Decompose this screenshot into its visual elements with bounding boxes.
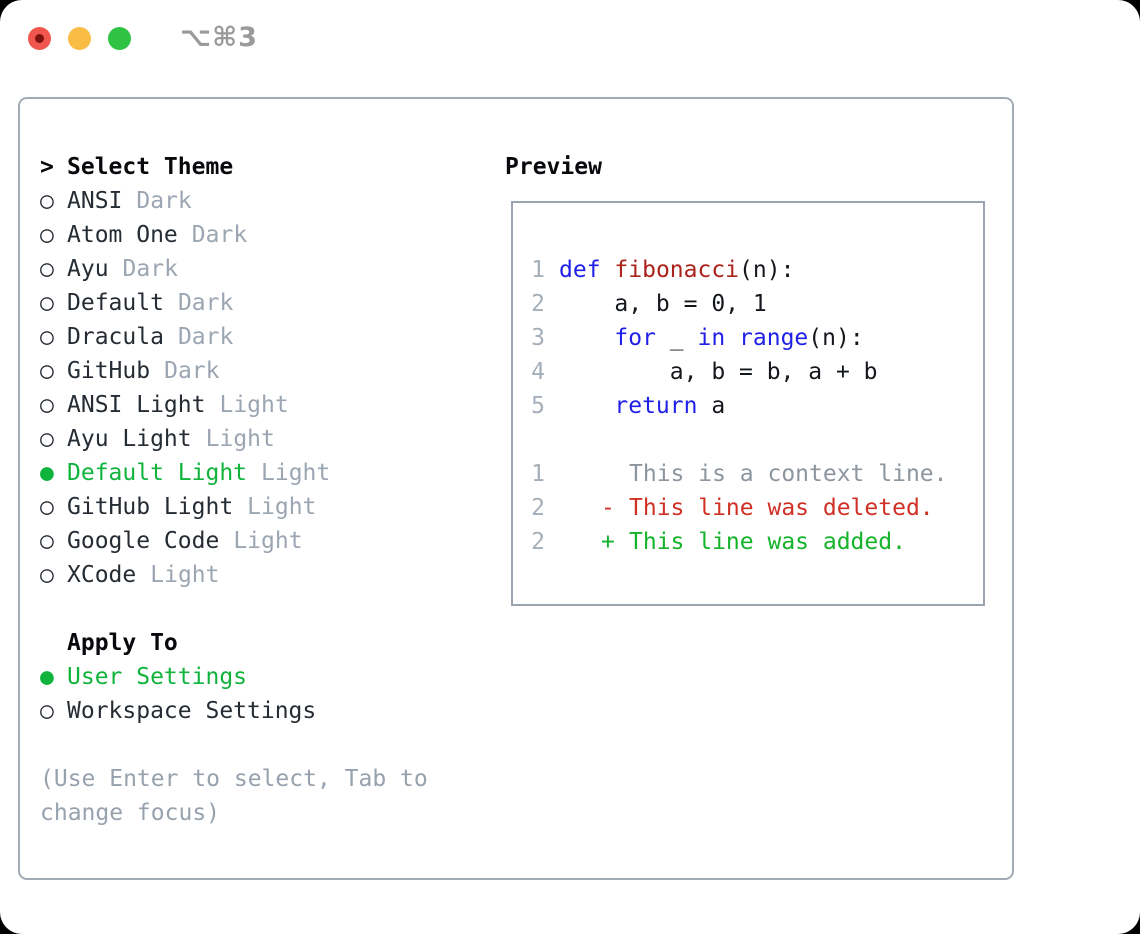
diff-added-line: 2+This line was added. <box>531 525 983 559</box>
select-theme-header: > Select Theme <box>40 150 460 184</box>
theme-name: GitHub Light <box>67 494 234 520</box>
line-number: 2 <box>531 529 545 555</box>
theme-name: Atom One <box>67 222 178 248</box>
apply-to-header: Apply To <box>40 626 460 660</box>
line-number: 2 <box>531 291 545 317</box>
window-shortcut-label: ⌥⌘3 <box>180 22 258 53</box>
diff-minus-icon: - <box>601 495 615 521</box>
theme-variant: Dark <box>191 222 248 248</box>
minimize-button[interactable] <box>68 26 91 50</box>
radio-unselected-icon: ○ <box>40 494 54 520</box>
theme-name: Ayu <box>67 256 109 282</box>
preview-spacer <box>531 423 983 457</box>
radio-unselected-icon: ○ <box>40 222 54 248</box>
code-line-2: 2 a, b = 0, 1 <box>531 287 983 321</box>
radio-unselected-icon: ○ <box>40 698 54 724</box>
theme-variant: Dark <box>122 256 178 282</box>
apply-option-label: User Settings <box>67 664 248 690</box>
theme-option-default-light[interactable]: ● Default Light Light <box>40 456 460 490</box>
theme-option-atom-one-dark[interactable]: ○ Atom One Dark <box>40 218 460 252</box>
diff-deleted-line: 2-This line was deleted. <box>531 491 983 525</box>
theme-option-ayu-dark[interactable]: ○ Ayu Dark <box>40 252 460 286</box>
maximize-button[interactable] <box>108 26 131 50</box>
radio-selected-icon: ● <box>40 664 54 690</box>
radio-unselected-icon: ○ <box>40 256 54 282</box>
theme-name: Default Light <box>67 460 248 486</box>
theme-variant: Light <box>150 562 220 588</box>
diff-context-line: 1 This is a context line. <box>531 457 983 491</box>
theme-option-ansi-light[interactable]: ○ ANSI Light Light <box>40 388 460 422</box>
diff-plus-icon: + <box>601 529 615 555</box>
radio-unselected-icon: ○ <box>40 188 54 214</box>
theme-name: Default <box>67 290 164 316</box>
line-number: 1 <box>531 461 545 487</box>
line-number: 2 <box>531 495 545 521</box>
theme-variant: Dark <box>177 324 234 350</box>
radio-selected-icon: ● <box>40 460 54 486</box>
theme-variant: Dark <box>177 290 234 316</box>
apply-to-title: Apply To <box>67 630 178 656</box>
theme-name: ANSI <box>67 188 123 214</box>
apply-option-workspace-settings[interactable]: ○ Workspace Settings <box>40 694 460 728</box>
theme-option-ayu-light[interactable]: ○ Ayu Light Light <box>40 422 460 456</box>
radio-unselected-icon: ○ <box>40 562 54 588</box>
theme-option-default-dark[interactable]: ○ Default Dark <box>40 286 460 320</box>
close-dot-icon <box>35 33 44 43</box>
code-line-5: 5 return a <box>531 389 983 423</box>
theme-variant: Dark <box>164 358 220 384</box>
theme-option-ansi-dark[interactable]: ○ ANSI Dark <box>40 184 460 218</box>
keyboard-hint: (Use Enter to select, Tab to change focu… <box>40 766 428 826</box>
theme-variant: Light <box>233 528 303 554</box>
theme-name: Dracula <box>67 324 164 350</box>
theme-variant: Light <box>247 494 317 520</box>
close-button[interactable] <box>28 26 51 50</box>
radio-unselected-icon: ○ <box>40 290 54 316</box>
theme-option-github-dark[interactable]: ○ GitHub Dark <box>40 354 460 388</box>
radio-unselected-icon: ○ <box>40 392 54 418</box>
line-number: 3 <box>531 325 545 351</box>
theme-variant: Light <box>219 392 289 418</box>
code-line-4: 4 a, b = b, a + b <box>531 355 983 389</box>
apply-option-user-settings[interactable]: ● User Settings <box>40 660 460 694</box>
theme-name: ANSI Light <box>67 392 206 418</box>
radio-unselected-icon: ○ <box>40 426 54 452</box>
theme-option-google-code-light[interactable]: ○ Google Code Light <box>40 524 460 558</box>
apply-option-label: Workspace Settings <box>67 698 317 724</box>
theme-name: GitHub <box>67 358 151 384</box>
titlebar: ⌥⌘3 <box>28 22 258 53</box>
theme-variant: Light <box>205 426 275 452</box>
line-number: 5 <box>531 393 545 419</box>
theme-name: Ayu Light <box>67 426 192 452</box>
cursor-icon: > <box>40 154 54 180</box>
theme-variant: Dark <box>136 188 192 214</box>
theme-name: XCode <box>67 562 137 588</box>
theme-name: Google Code <box>67 528 220 554</box>
preview-title: Preview <box>505 154 602 180</box>
theme-variant: Light <box>261 460 331 486</box>
theme-option-xcode-light[interactable]: ○ XCode Light <box>40 558 460 592</box>
radio-unselected-icon: ○ <box>40 528 54 554</box>
radio-unselected-icon: ○ <box>40 324 54 350</box>
radio-unselected-icon: ○ <box>40 358 54 384</box>
theme-option-github-light[interactable]: ○ GitHub Light Light <box>40 490 460 524</box>
line-number: 1 <box>531 257 545 283</box>
line-number: 4 <box>531 359 545 385</box>
theme-option-dracula-dark[interactable]: ○ Dracula Dark <box>40 320 460 354</box>
code-line-3: 3 for _ in range(n): <box>531 321 983 355</box>
diff-marker <box>601 457 615 491</box>
select-theme-title: Select Theme <box>67 154 234 180</box>
